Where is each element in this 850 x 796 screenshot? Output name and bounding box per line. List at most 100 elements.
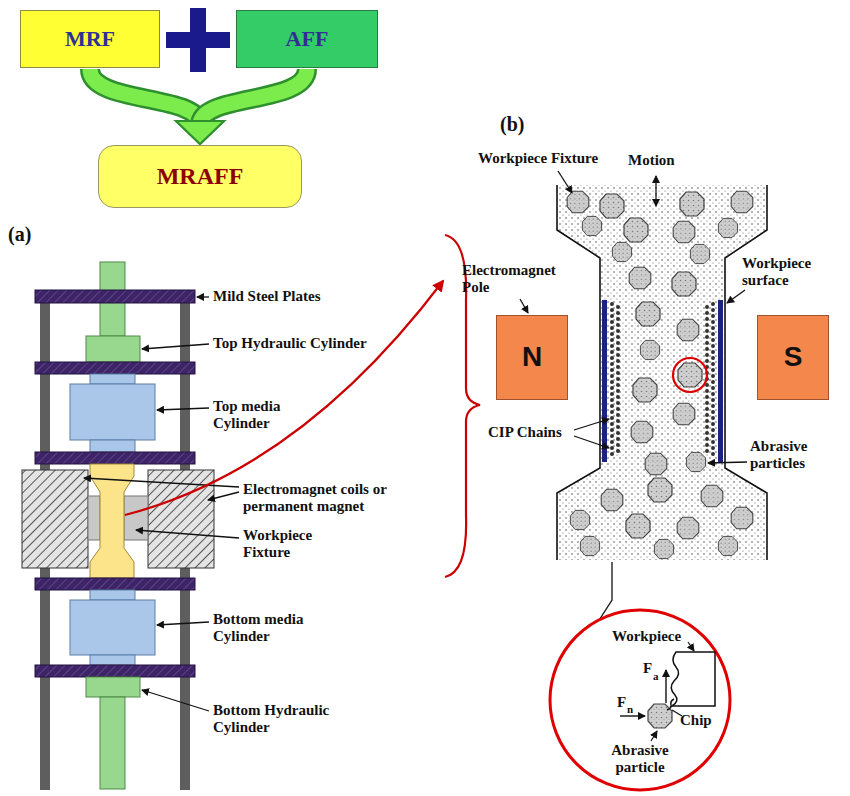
abrasive-particle: [690, 244, 709, 263]
part-label: Bottom Hydraulic Cylinder: [213, 702, 358, 736]
abrasive-particle: [718, 536, 737, 555]
part-label: Electromagnet Pole: [462, 262, 572, 296]
leader-line: [84, 478, 239, 487]
leader-line: [136, 530, 239, 538]
force-subscript: a: [653, 670, 659, 682]
abrasive-particle: [636, 302, 660, 326]
merge-arrow: [176, 69, 307, 144]
abrasive-particle: [731, 507, 753, 529]
steel-plate: [35, 665, 195, 677]
abrasive-particle: [600, 194, 624, 218]
node-text: AFF: [286, 26, 329, 51]
abrasive-particle: [673, 403, 695, 425]
motion-arrow: [655, 176, 656, 206]
arrow-body: [200, 69, 307, 125]
leader-line: [157, 622, 209, 625]
abrasive-particle: [601, 489, 623, 511]
process-box: AFF: [236, 10, 378, 68]
leader-line: [142, 690, 209, 711]
force-arrow: [665, 670, 666, 703]
cip-chain: [616, 307, 620, 455]
abrasive-particle: [633, 378, 657, 402]
abrasive-particle: [580, 536, 599, 555]
cip-chain: [610, 304, 614, 458]
chip: [667, 699, 674, 710]
part-label: Workpiece Fixture: [243, 527, 343, 561]
media-cylinder: [70, 384, 155, 440]
part-label: Bottom media Cylinder: [213, 611, 328, 645]
abrasive-particle: [567, 191, 589, 213]
abrasive-particle: [673, 221, 695, 243]
media-cylinder: [90, 440, 135, 452]
arrow-head: [176, 121, 224, 144]
panel-label: (b): [500, 112, 524, 136]
workpiece: [671, 652, 715, 706]
abrasive-particle: [654, 539, 673, 558]
media-cylinder: [90, 590, 135, 600]
part-label: Abrasive particle: [595, 742, 685, 776]
node-text: N: [522, 341, 542, 373]
leader-line: [520, 299, 528, 313]
leader-line: [142, 344, 209, 349]
abrasive-particle: [612, 242, 631, 261]
mraff-machine: [22, 262, 214, 790]
steel-plate: [35, 578, 195, 590]
node-text: MRAFF: [157, 163, 244, 191]
abrasive-particle: [678, 363, 702, 387]
abrasive-particle: [640, 340, 659, 359]
hydraulic-rod: [100, 697, 125, 789]
abrasive-particle: [582, 216, 601, 235]
abrasive-particle: [648, 478, 672, 502]
leader-line: [208, 492, 239, 500]
media-region: [557, 185, 767, 560]
highlight-circle: [673, 358, 707, 392]
cip-chain: [711, 304, 715, 458]
pole-piece: [124, 496, 148, 540]
abrasive-particle: [701, 485, 723, 507]
abrasive-particle: [624, 218, 648, 242]
abrasive-particle: [677, 517, 699, 539]
zoom-circle: [550, 610, 730, 790]
abrasive-particle: [680, 192, 704, 216]
hydraulic-cylinder: [86, 336, 140, 362]
part-label: Chip: [680, 712, 712, 729]
abrasive-particle: [686, 452, 705, 471]
arrow-outline: [200, 69, 307, 125]
leader-line: [558, 171, 572, 193]
abrasive-particle: [645, 453, 667, 475]
part-label: Top Hydraulic Cylinder: [213, 335, 367, 352]
node-text: MRF: [65, 26, 115, 51]
arrow-outline: [90, 69, 200, 125]
force-symbol: F: [617, 694, 626, 711]
motion-label: Motion: [628, 152, 675, 169]
steel-plate: [35, 362, 195, 374]
leader-line: [157, 408, 209, 410]
part-label: Workpiece: [612, 628, 681, 645]
abrasive-particle: [631, 421, 653, 443]
fixture-section: [557, 185, 767, 560]
steel-plate: [35, 290, 195, 303]
force-subscript: n: [627, 703, 633, 715]
leader-line: [708, 462, 747, 463]
force-arrow: [620, 715, 645, 716]
abrasive-particle: [672, 272, 696, 296]
process-box: MRF: [20, 10, 160, 68]
workpiece-surface: [602, 300, 607, 462]
media-cylinder: [90, 374, 135, 384]
abrasive-particle: [731, 191, 753, 213]
result-box: MRAFF: [98, 145, 302, 208]
part-label: Workpiece surface: [742, 255, 837, 289]
plus-symbol: [166, 8, 230, 72]
plus-bar: [190, 8, 206, 72]
magnet-pole: N: [496, 315, 568, 400]
media-cylinder: [90, 655, 135, 665]
media-cylinder: [70, 600, 155, 655]
abrasive-particle: [648, 704, 672, 728]
zoom-detail: [550, 610, 730, 790]
cip-chains: [612, 304, 713, 458]
part-label: Top media Cylinder: [213, 398, 323, 432]
leader-line: [574, 436, 609, 448]
magnet-pole: S: [757, 315, 829, 400]
